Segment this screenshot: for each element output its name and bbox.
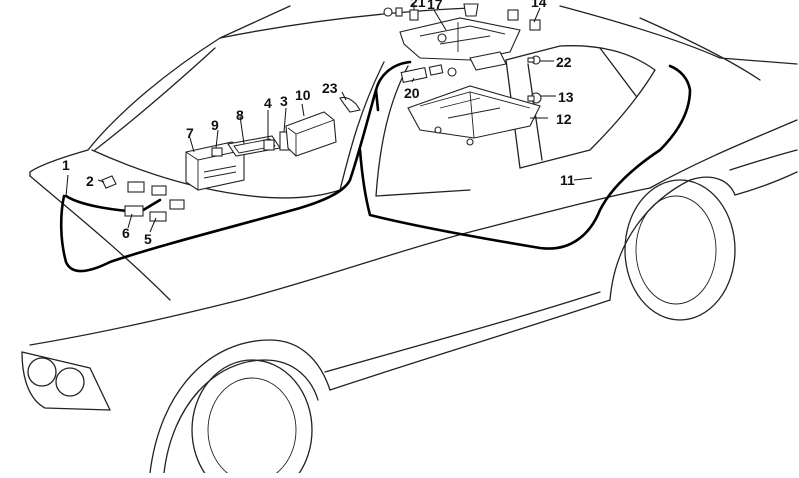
part-21-screw (383, 7, 419, 21)
part-4-bulb (263, 139, 275, 151)
callout-7: 7 (186, 125, 194, 141)
callout-21: 21 (410, 0, 426, 10)
part-9-clip (211, 147, 223, 157)
part-22-screw (527, 55, 541, 65)
leader-lines (65, 4, 593, 233)
callout-labels: 1 2 3 4 5 6 7 8 9 10 11 12 13 14 17 20 2… (62, 0, 575, 247)
rear-wheel (624, 179, 736, 321)
callout-3: 3 (280, 93, 288, 109)
callout-11: 11 (560, 172, 575, 188)
connector-front (127, 181, 167, 196)
callout-8: 8 (236, 107, 244, 123)
part-7-housing (185, 141, 245, 191)
callout-4: 4 (264, 95, 272, 111)
callout-5: 5 (144, 231, 152, 247)
part-20-connector (400, 64, 457, 84)
callout-2: 2 (86, 173, 94, 189)
part-13-screw (527, 92, 542, 104)
callout-12: 12 (556, 111, 572, 127)
front-wheel (191, 359, 313, 478)
callout-23: 23 (322, 80, 338, 96)
part-12-tray (407, 85, 541, 146)
callout-9: 9 (211, 117, 219, 133)
callout-20: 20 (404, 85, 420, 101)
roof-console (399, 17, 521, 71)
part-2-clip (101, 175, 117, 189)
callout-1: 1 (62, 157, 70, 173)
headlight-left (27, 357, 57, 387)
callout-6: 6 (122, 225, 130, 241)
wiring-harness (59, 60, 692, 273)
callout-14: 14 (531, 0, 547, 10)
callout-22: 22 (556, 54, 572, 70)
part-5-connector (149, 199, 185, 222)
part-23-clamp (339, 96, 361, 113)
callout-17: 17 (427, 0, 443, 12)
harness-left-run (59, 60, 412, 273)
part-10-lamp (285, 111, 337, 157)
harness-right-run (358, 64, 692, 250)
callout-10: 10 (295, 87, 311, 103)
car-body-outline (21, 5, 798, 478)
part-6-connector (124, 205, 144, 217)
callout-13: 13 (558, 89, 574, 105)
part-17-fastener (437, 3, 479, 43)
headlight-right (55, 367, 85, 397)
